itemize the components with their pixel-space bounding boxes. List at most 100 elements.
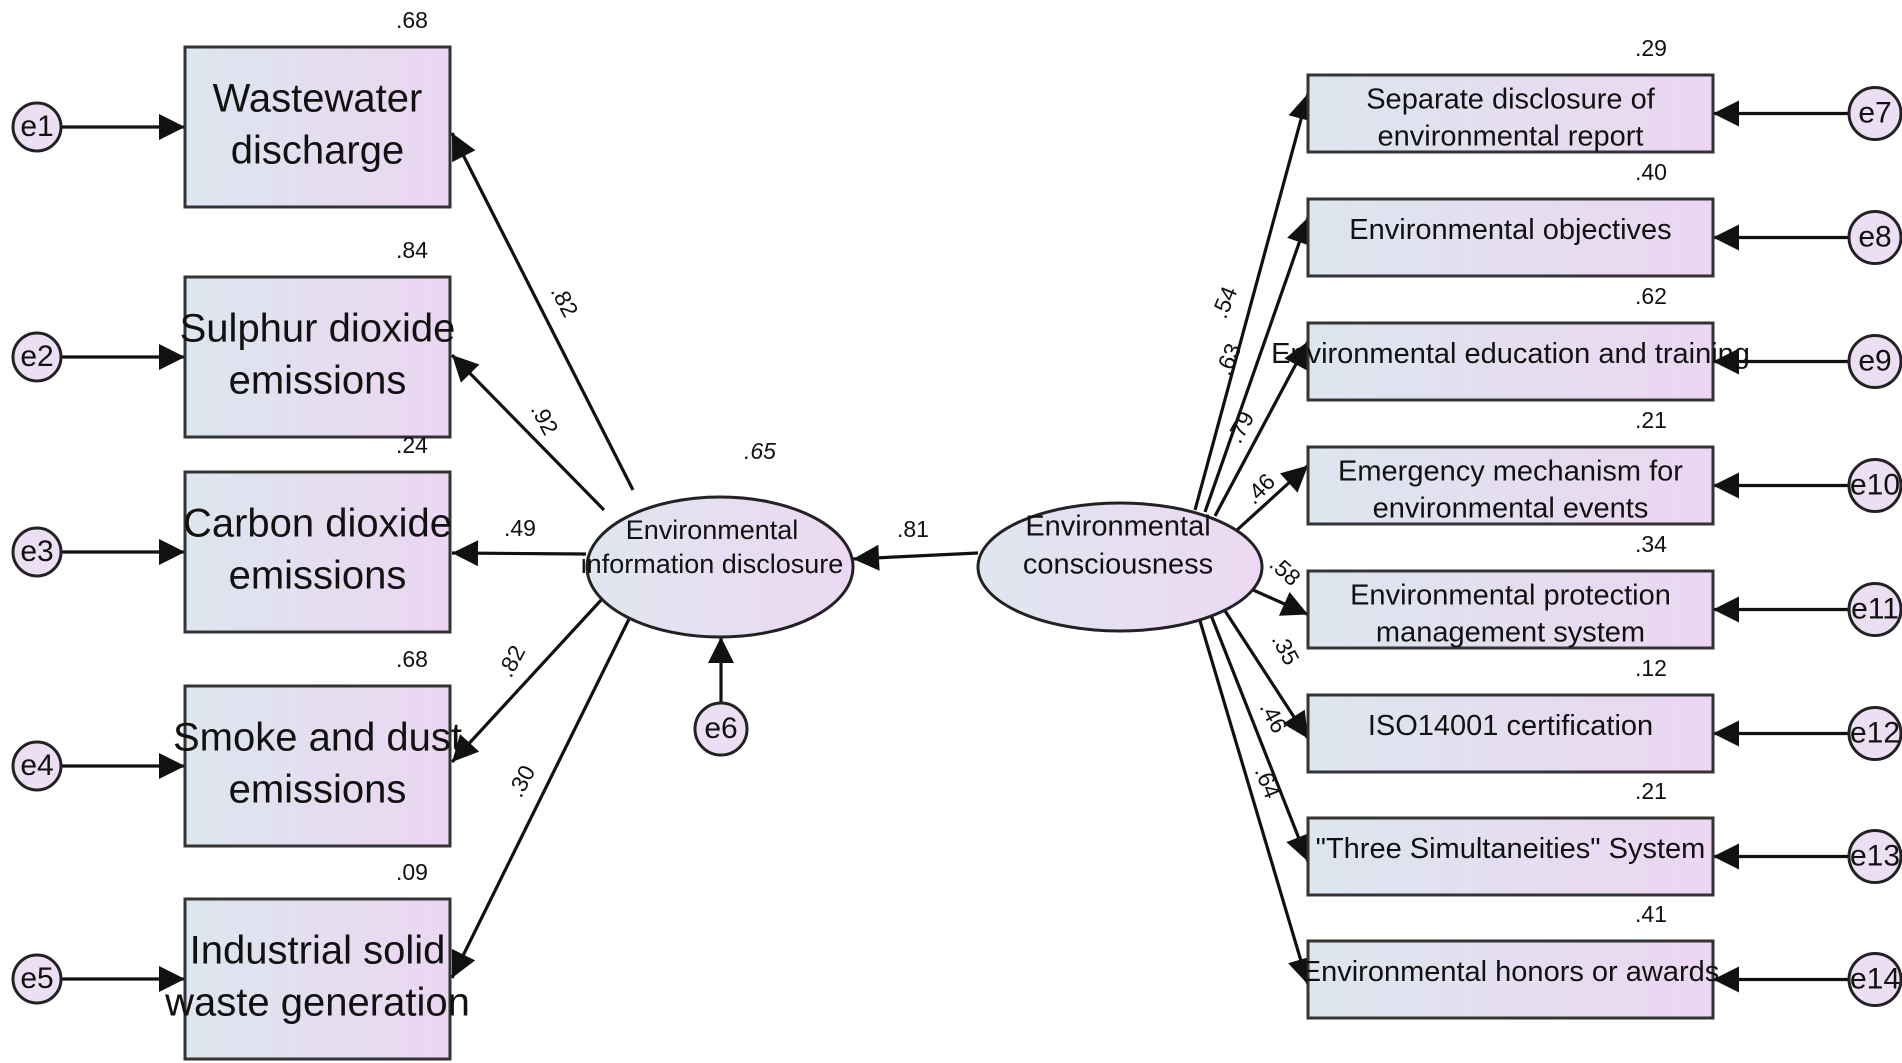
left-indicator-5-r2: .09: [396, 859, 428, 885]
loading-left-3: .49: [504, 515, 536, 541]
error-e9-circle: [1847, 334, 1902, 389]
error-e12-circle: [1847, 706, 1902, 761]
right-indicator-1-label: environmental report: [1378, 121, 1644, 153]
error-e6-label: e6: [704, 712, 737, 745]
error-e4-label: e4: [20, 749, 53, 782]
loading-edge-left-4: [450, 596, 605, 764]
left-indicator-3-label: Carbon dioxide: [183, 502, 452, 546]
error-e10-label: e10: [1850, 468, 1900, 501]
right-indicator-7-r2: .21: [1635, 778, 1667, 804]
nodes-layer: [11, 45, 1902, 1061]
right-indicator-8-box: [1306, 939, 1715, 1020]
right-indicator-3-r2: .62: [1635, 283, 1667, 309]
left-indicator-2-r2: .84: [396, 237, 428, 263]
loading-edge-left-2: [450, 353, 606, 512]
right-indicator-7-box: [1306, 816, 1715, 897]
error-e7-circle: [1847, 86, 1902, 141]
error-e2-label: e2: [20, 340, 53, 373]
left-indicator-3-label: emissions: [229, 554, 407, 598]
latent-left-r2: .65: [744, 438, 776, 464]
right-indicator-5-label: management system: [1376, 617, 1645, 649]
right-indicator-4-r2: .21: [1635, 407, 1667, 433]
error-e10-circle: [1847, 458, 1902, 513]
right-indicator-2-label: Environmental objectives: [1349, 214, 1671, 246]
left-indicator-4-r2: .68: [396, 646, 428, 672]
loading-edge-right-6: [1216, 599, 1310, 740]
right-indicator-6-box: [1306, 693, 1715, 774]
loading-left-2: .92: [526, 399, 564, 439]
left-indicator-5-box: [183, 897, 452, 1061]
loading-right-7: .46: [1255, 697, 1293, 737]
right-indicator-1-r2: .29: [1635, 35, 1667, 61]
latent-right-label: consciousness: [1023, 549, 1213, 581]
error-e14-label: e14: [1850, 962, 1900, 995]
error-e13-label: e13: [1850, 839, 1900, 872]
latent-left-label: information disclosure: [581, 549, 844, 579]
right-indicator-2-box: [1306, 197, 1715, 278]
left-indicator-2-box: [183, 275, 452, 439]
left-indicator-4-label: Smoke and dust: [173, 716, 462, 760]
loading-left-4: .82: [492, 641, 530, 681]
latent-left-label: Environmental: [626, 515, 799, 545]
error-e14-circle: [1847, 952, 1902, 1007]
loading-edge-right-4: [1235, 464, 1310, 532]
right-indicator-7-label: "Three Simultaneities" System: [1316, 833, 1706, 865]
right-indicator-1-label: Separate disclosure of: [1366, 84, 1655, 116]
right-indicator-5-box: [1306, 569, 1715, 650]
right-indicator-5-r2: .34: [1635, 531, 1667, 557]
loading-right-6: .35: [1267, 629, 1305, 669]
loading-edge-right-7: [1203, 599, 1311, 863]
structural-path-arrow: [852, 544, 979, 571]
latent-right-label: Environmental: [1025, 511, 1210, 543]
loading-edge-right-3: [1213, 340, 1310, 517]
left-indicator-2-label: Sulphur dioxide: [180, 307, 456, 351]
error-e1-circle: [11, 101, 63, 153]
latent-environmental-information-disclosure: [585, 495, 855, 639]
left-indicator-1-r2: .68: [396, 7, 428, 33]
right-indicator-6-label: ISO14001 certification: [1368, 710, 1653, 742]
error-e2-circle: [11, 331, 63, 383]
left-indicator-5-label: waste generation: [164, 981, 470, 1025]
error-e13-circle: [1847, 829, 1902, 884]
loading-edge-left-1: [450, 132, 635, 491]
loading-edge-right-1: [1193, 93, 1314, 511]
structural-path-coefficient: .81: [897, 516, 929, 542]
error-e5-circle: [11, 953, 63, 1005]
left-indicator-1-box: [183, 45, 452, 209]
right-indicator-8-label: Environmental honors or awards: [1302, 956, 1719, 988]
loading-left-5: .30: [502, 761, 540, 801]
right-indicator-1-box: [1306, 73, 1715, 154]
error-e11-label: e11: [1851, 592, 1899, 625]
right-indicator-5-label: Environmental protection: [1350, 580, 1671, 612]
error-e12-label: e12: [1850, 716, 1900, 749]
left-indicator-2-label: emissions: [229, 359, 407, 403]
loading-right-1: .54: [1206, 282, 1242, 322]
error-e5-label: e5: [20, 962, 53, 995]
left-indicator-5-label: Industrial solid: [190, 929, 446, 973]
error-e11-circle: [1847, 582, 1902, 637]
right-indicator-3-label: Environmental education and training: [1271, 338, 1750, 370]
right-indicator-4-label: environmental events: [1373, 493, 1649, 525]
right-indicator-8-r2: .41: [1635, 901, 1667, 927]
error-e3-circle: [11, 526, 63, 578]
loading-edge-left-5: [450, 616, 632, 979]
left-indicator-4-label: emissions: [229, 768, 407, 812]
right-indicator-2-r2: .40: [1635, 159, 1667, 185]
right-indicator-6-r2: .12: [1635, 655, 1667, 681]
error-e1-label: e1: [20, 110, 53, 143]
loading-right-4: .46: [1239, 468, 1280, 509]
left-indicator-1-label: Wastewater: [213, 77, 423, 121]
loading-right-8: .64: [1250, 763, 1286, 803]
latent-environmental-consciousness: [976, 501, 1264, 633]
left-indicator-4-box: [183, 684, 452, 848]
loading-edge-left-3: [451, 540, 587, 567]
error-e8-label: e8: [1858, 220, 1891, 253]
left-indicator-3-r2: .24: [396, 432, 428, 458]
error-e6-circle: [693, 701, 749, 757]
error-e7-label: e7: [1858, 96, 1891, 129]
error-e4-circle: [11, 740, 63, 792]
error-e3-label: e3: [20, 535, 53, 568]
edges-layer: [61, 93, 1849, 993]
